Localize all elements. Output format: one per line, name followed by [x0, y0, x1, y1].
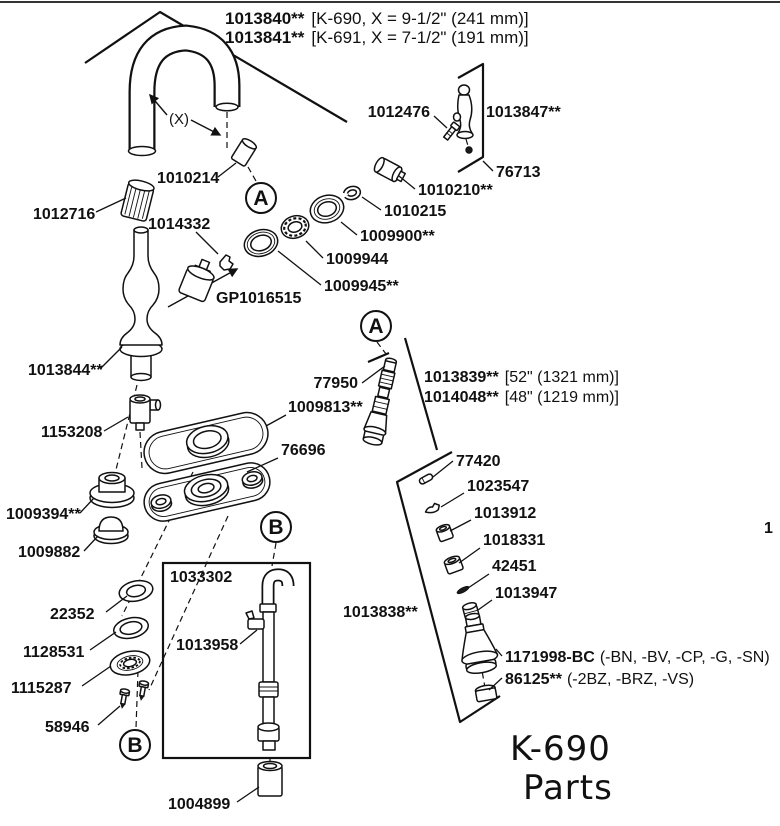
- label-1009900: 1009900**: [360, 228, 436, 245]
- part-1009944-drawing: [280, 214, 310, 240]
- callout-circle-b-bottom: B: [119, 729, 151, 761]
- part-1010215-drawing: [341, 185, 362, 201]
- part-1009900-drawing: [309, 194, 345, 224]
- label-1010215: 1010215: [384, 203, 446, 220]
- label-1009944: 1009944: [326, 251, 388, 268]
- label-1009813: 1009813**: [288, 399, 364, 416]
- part-1009945-drawing: [243, 228, 279, 258]
- label-22352: 22352: [50, 606, 95, 623]
- callout-circle-a-spout: A: [245, 182, 277, 214]
- label-1153208: 1153208: [41, 424, 103, 441]
- footer-caption: K-690 Parts: [510, 729, 613, 808]
- label-77950: 77950: [314, 375, 359, 392]
- page-marker: 1: [764, 520, 773, 537]
- part-1115287-trim-ring-drawing: [109, 650, 151, 676]
- label-gp1016515: GP1016515: [216, 290, 302, 307]
- label-1013947: 1013947: [495, 585, 557, 602]
- label-hose-48: 1014048**[48" (1219 mm)]: [424, 389, 619, 406]
- part-1012476-drawing: [442, 121, 461, 141]
- label-1013838: 1013838**: [343, 604, 419, 621]
- part-76713-drawing: [465, 146, 473, 154]
- callout-a-letter: A: [368, 315, 383, 338]
- callout-b-letter: B: [127, 734, 142, 757]
- footer-parts-word: Parts: [523, 768, 613, 808]
- label-1009394: 1009394**: [6, 506, 82, 523]
- label-1023547: 1023547: [467, 478, 529, 495]
- part-1009813-deck-plate-drawing: [143, 411, 269, 475]
- label-1010210: 1010210**: [418, 182, 494, 199]
- part-22352-washer-drawing: [118, 579, 154, 603]
- part-1004899-drawing: [257, 760, 283, 797]
- part-1010210-drawing: [373, 156, 406, 183]
- label-1013847: 1013847**: [486, 104, 562, 121]
- dimension-x-marker: (X): [169, 111, 189, 128]
- label-1018331: 1018331: [483, 532, 545, 549]
- callout-a-letter: A: [253, 187, 268, 210]
- part-1014332-drawing: [219, 254, 234, 271]
- label-77420: 77420: [456, 453, 501, 470]
- label-1004899: 1004899: [168, 796, 230, 813]
- part-1013958-drawing: [245, 610, 265, 630]
- dimension-x-arrows: [149, 93, 222, 136]
- callout-circle-a-hose: A: [360, 310, 392, 342]
- label-76696: 76696: [281, 442, 326, 459]
- label-sprayhead: 1171998-BC(-BN, -BV, -CP, -G, -SN): [505, 649, 770, 666]
- part-1009882-drawing: [93, 516, 129, 545]
- part-1010214-drawing: [230, 138, 258, 167]
- part-76696-gasket-drawing: [143, 462, 271, 522]
- label-spout-k690: 1013840**[K-690, X = 9-1/2" (241 mm)]: [225, 9, 529, 28]
- label-1012476: 1012476: [368, 104, 430, 121]
- inset-box-1033302: [161, 561, 312, 760]
- label-1013958: 1013958: [176, 637, 238, 654]
- label-hose-52: 1013839**[52" (1321 mm)]: [424, 369, 619, 386]
- footer-model: K-690: [510, 729, 611, 769]
- part-58946-screws-drawing: [119, 680, 150, 709]
- label-1014332: 1014332: [148, 216, 210, 233]
- spout-drawing: [127, 24, 241, 157]
- part-labels: 1013840**[K-690, X = 9-1/2" (241 mm)] 10…: [6, 9, 773, 813]
- callout-circle-b-inset: B: [260, 511, 292, 543]
- label-1115287: 1115287: [11, 680, 72, 697]
- part-1018331-drawing: [443, 555, 464, 575]
- label-1033302: 1033302: [170, 569, 232, 586]
- leader-lines: [79, 115, 503, 803]
- part-sprayhead-drawing: [461, 612, 499, 703]
- label-1013844: 1013844**: [28, 362, 104, 379]
- label-1009882: 1009882: [18, 544, 80, 561]
- group-bracket-lines: [84, 10, 501, 724]
- label-spout-k691: 1013841**[K-691, X = 7-1/2" (191 mm)]: [225, 28, 529, 47]
- part-1023547-drawing: [424, 502, 440, 514]
- label-42451: 42451: [492, 558, 537, 575]
- part-42451-drawing: [456, 585, 470, 595]
- part-1013912-drawing: [435, 523, 454, 543]
- label-1128531: 1128531: [23, 644, 85, 661]
- label-76713: 76713: [496, 164, 541, 181]
- part-1128531-washer-drawing: [113, 616, 149, 640]
- part-1013844-handle-drawing: [119, 226, 163, 382]
- label-1013912: 1013912: [474, 505, 536, 522]
- part-1012716-drawing: [120, 179, 155, 222]
- label-1010214: 1010214: [157, 170, 219, 187]
- part-77420-drawing: [418, 473, 434, 485]
- part-1153208-drawing: [129, 394, 162, 431]
- label-1012716: 1012716: [33, 206, 95, 223]
- part-77950-hose-drawing: [362, 357, 398, 446]
- label-58946: 58946: [45, 719, 90, 736]
- callout-b-letter: B: [268, 516, 283, 539]
- part-1009394-drawing: [89, 471, 135, 509]
- part-1013847-handle-drawing: [452, 84, 474, 154]
- label-1009945: 1009945**: [324, 278, 400, 295]
- part-gp1016515-drawing: [178, 258, 215, 303]
- label-sprayhead-alt: 86125**(-2BZ, -BRZ, -VS): [505, 671, 694, 688]
